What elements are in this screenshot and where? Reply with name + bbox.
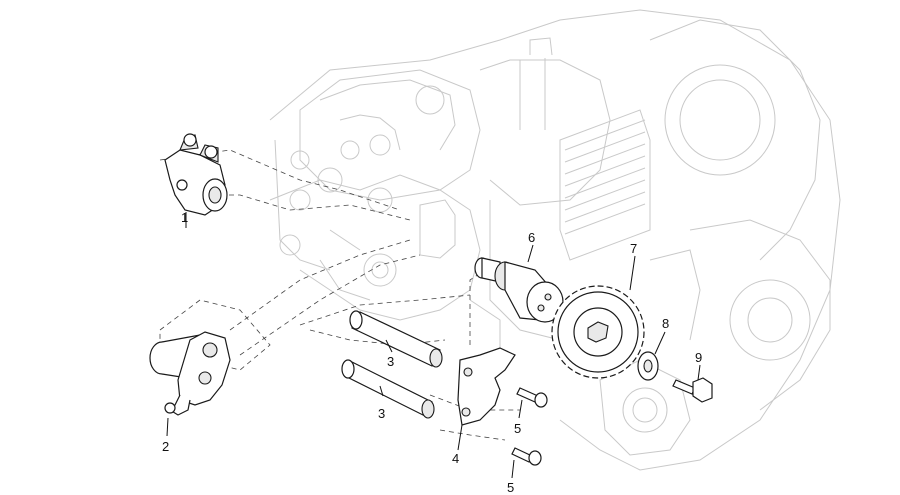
rocker-arm-lower-part [149, 331, 231, 416]
callout-5-upper: 5 [514, 421, 521, 436]
rocker-shaft-upper-part [349, 310, 443, 368]
callout-1: 1 [181, 210, 188, 225]
callout-6: 6 [528, 230, 535, 245]
callout-5-lower: 5 [507, 480, 514, 495]
callout-labels: 1 2 3 3 4 5 5 6 7 8 9 [162, 210, 702, 495]
callout-4: 4 [452, 451, 459, 466]
rocker-shaft-lower-part [341, 359, 435, 419]
callout-2: 2 [162, 439, 169, 454]
rocker-arm-upper-part [164, 133, 228, 216]
callout-7: 7 [630, 241, 637, 256]
camshaft-part [474, 257, 564, 323]
screw-upper-part [516, 387, 548, 408]
callout-3-lower: 3 [378, 406, 385, 421]
bolt-part [672, 377, 713, 403]
timing-sprocket-part [551, 285, 645, 379]
screw-lower-part [511, 447, 542, 466]
leader-lines [166, 212, 701, 479]
retaining-plate-part [457, 347, 516, 426]
washer-part [637, 351, 659, 381]
callout-8: 8 [662, 316, 669, 331]
engine-background-ghost [269, 9, 841, 471]
callout-3-upper: 3 [387, 354, 394, 369]
callout-9: 9 [695, 350, 702, 365]
